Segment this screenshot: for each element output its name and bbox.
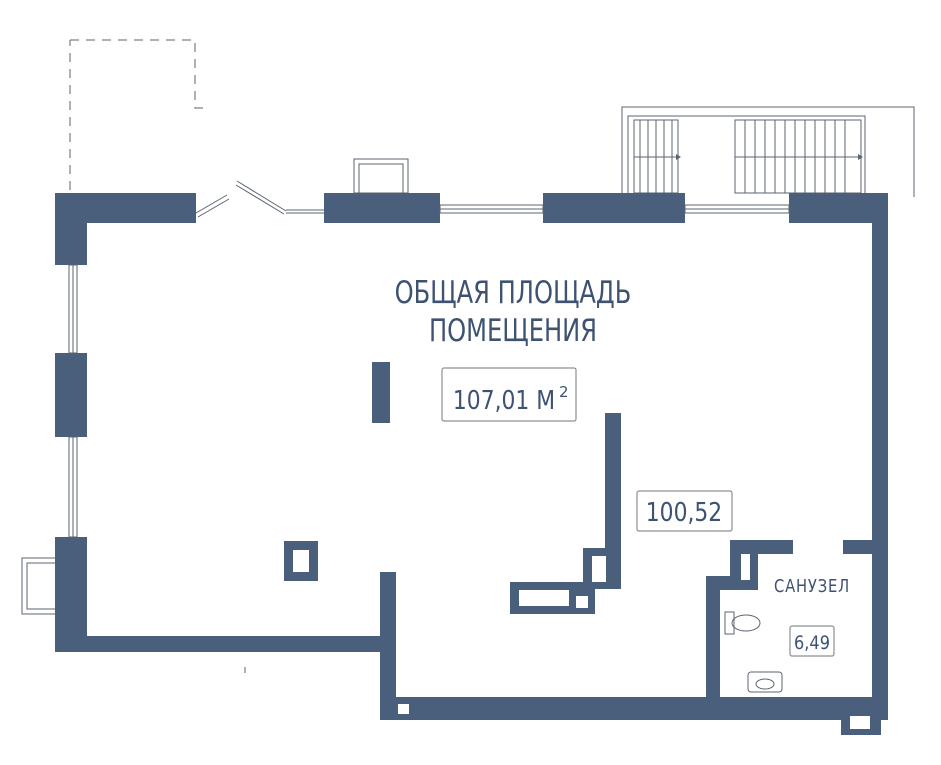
title-line-1: ОБЩАЯ ПЛОЩАДЬ	[395, 274, 632, 311]
toilet-icon	[724, 611, 761, 635]
wall-cutouts	[293, 550, 870, 729]
total-area-frame	[441, 367, 577, 422]
left-bay-box-inner	[26, 562, 59, 610]
main-room-area-frame	[636, 490, 733, 532]
entrance-door	[195, 180, 324, 218]
bathroom-area-value: 6,49	[794, 633, 830, 655]
entrance-stairs	[621, 106, 915, 197]
bathroom-area-frame	[789, 625, 835, 657]
sink-icon	[747, 671, 783, 693]
main-room-area-value: 100,52	[646, 497, 722, 527]
windows	[68, 204, 790, 538]
walls	[55, 193, 888, 735]
top-bay-box-inner	[358, 163, 404, 194]
total-area-unit-superscript: 2	[559, 383, 569, 401]
bathroom-label: САНУЗЕЛ	[774, 576, 850, 597]
terrace-dashed-outline	[69, 39, 204, 190]
total-area-value: 107,01 М	[453, 385, 555, 415]
title-line-2: ПОМЕЩЕНИЯ	[429, 312, 597, 349]
